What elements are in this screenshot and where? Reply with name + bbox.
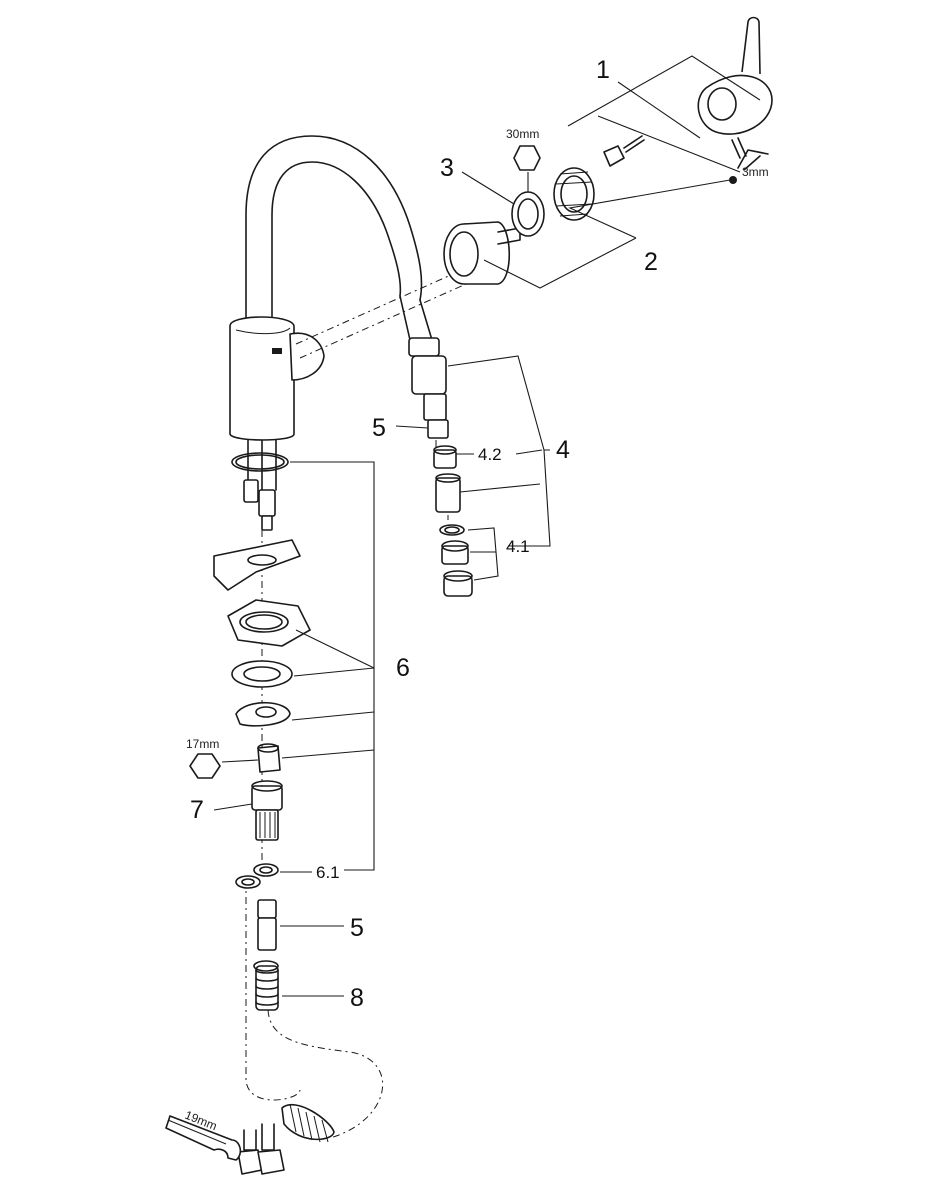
- supply-hoses: [165, 1115, 285, 1175]
- spray-head-group: [433, 445, 473, 597]
- hose-parts: [253, 899, 335, 1143]
- callout-6: 6: [396, 654, 410, 682]
- callout-4-2: 4.2: [478, 445, 502, 464]
- hex-17mm-icon: [189, 753, 221, 779]
- callout-1: 1: [596, 56, 610, 84]
- faucet-body: [229, 135, 449, 531]
- body-logo-mark: [272, 348, 282, 354]
- callout-4-1: 4.1: [506, 537, 530, 556]
- callout-8: 8: [350, 984, 364, 1012]
- callout-3: 3: [440, 154, 454, 182]
- tool-size-3mm: 3mm: [742, 165, 769, 179]
- callout-5-spray: 5: [372, 414, 386, 442]
- cartridge-group: [443, 16, 773, 285]
- tool-size-17mm: 17mm: [186, 737, 219, 751]
- callout-5-hose: 5: [350, 914, 364, 942]
- callout-labels: 1 2 3 4 4.1 4.2 5 6 6.1 7 5 8: [190, 56, 658, 1012]
- allen-key-icon: [743, 155, 761, 171]
- tool-size-30mm: 30mm: [506, 127, 539, 141]
- leader-lines: [213, 55, 761, 997]
- callout-7: 7: [190, 796, 204, 824]
- callout-6-1: 6.1: [316, 863, 340, 882]
- hex-30mm-icon: [513, 145, 541, 171]
- mounting-set: [213, 539, 311, 889]
- callout-2: 2: [644, 248, 658, 276]
- wrench-19mm-icon: [167, 1119, 227, 1145]
- callout-4: 4: [556, 436, 570, 464]
